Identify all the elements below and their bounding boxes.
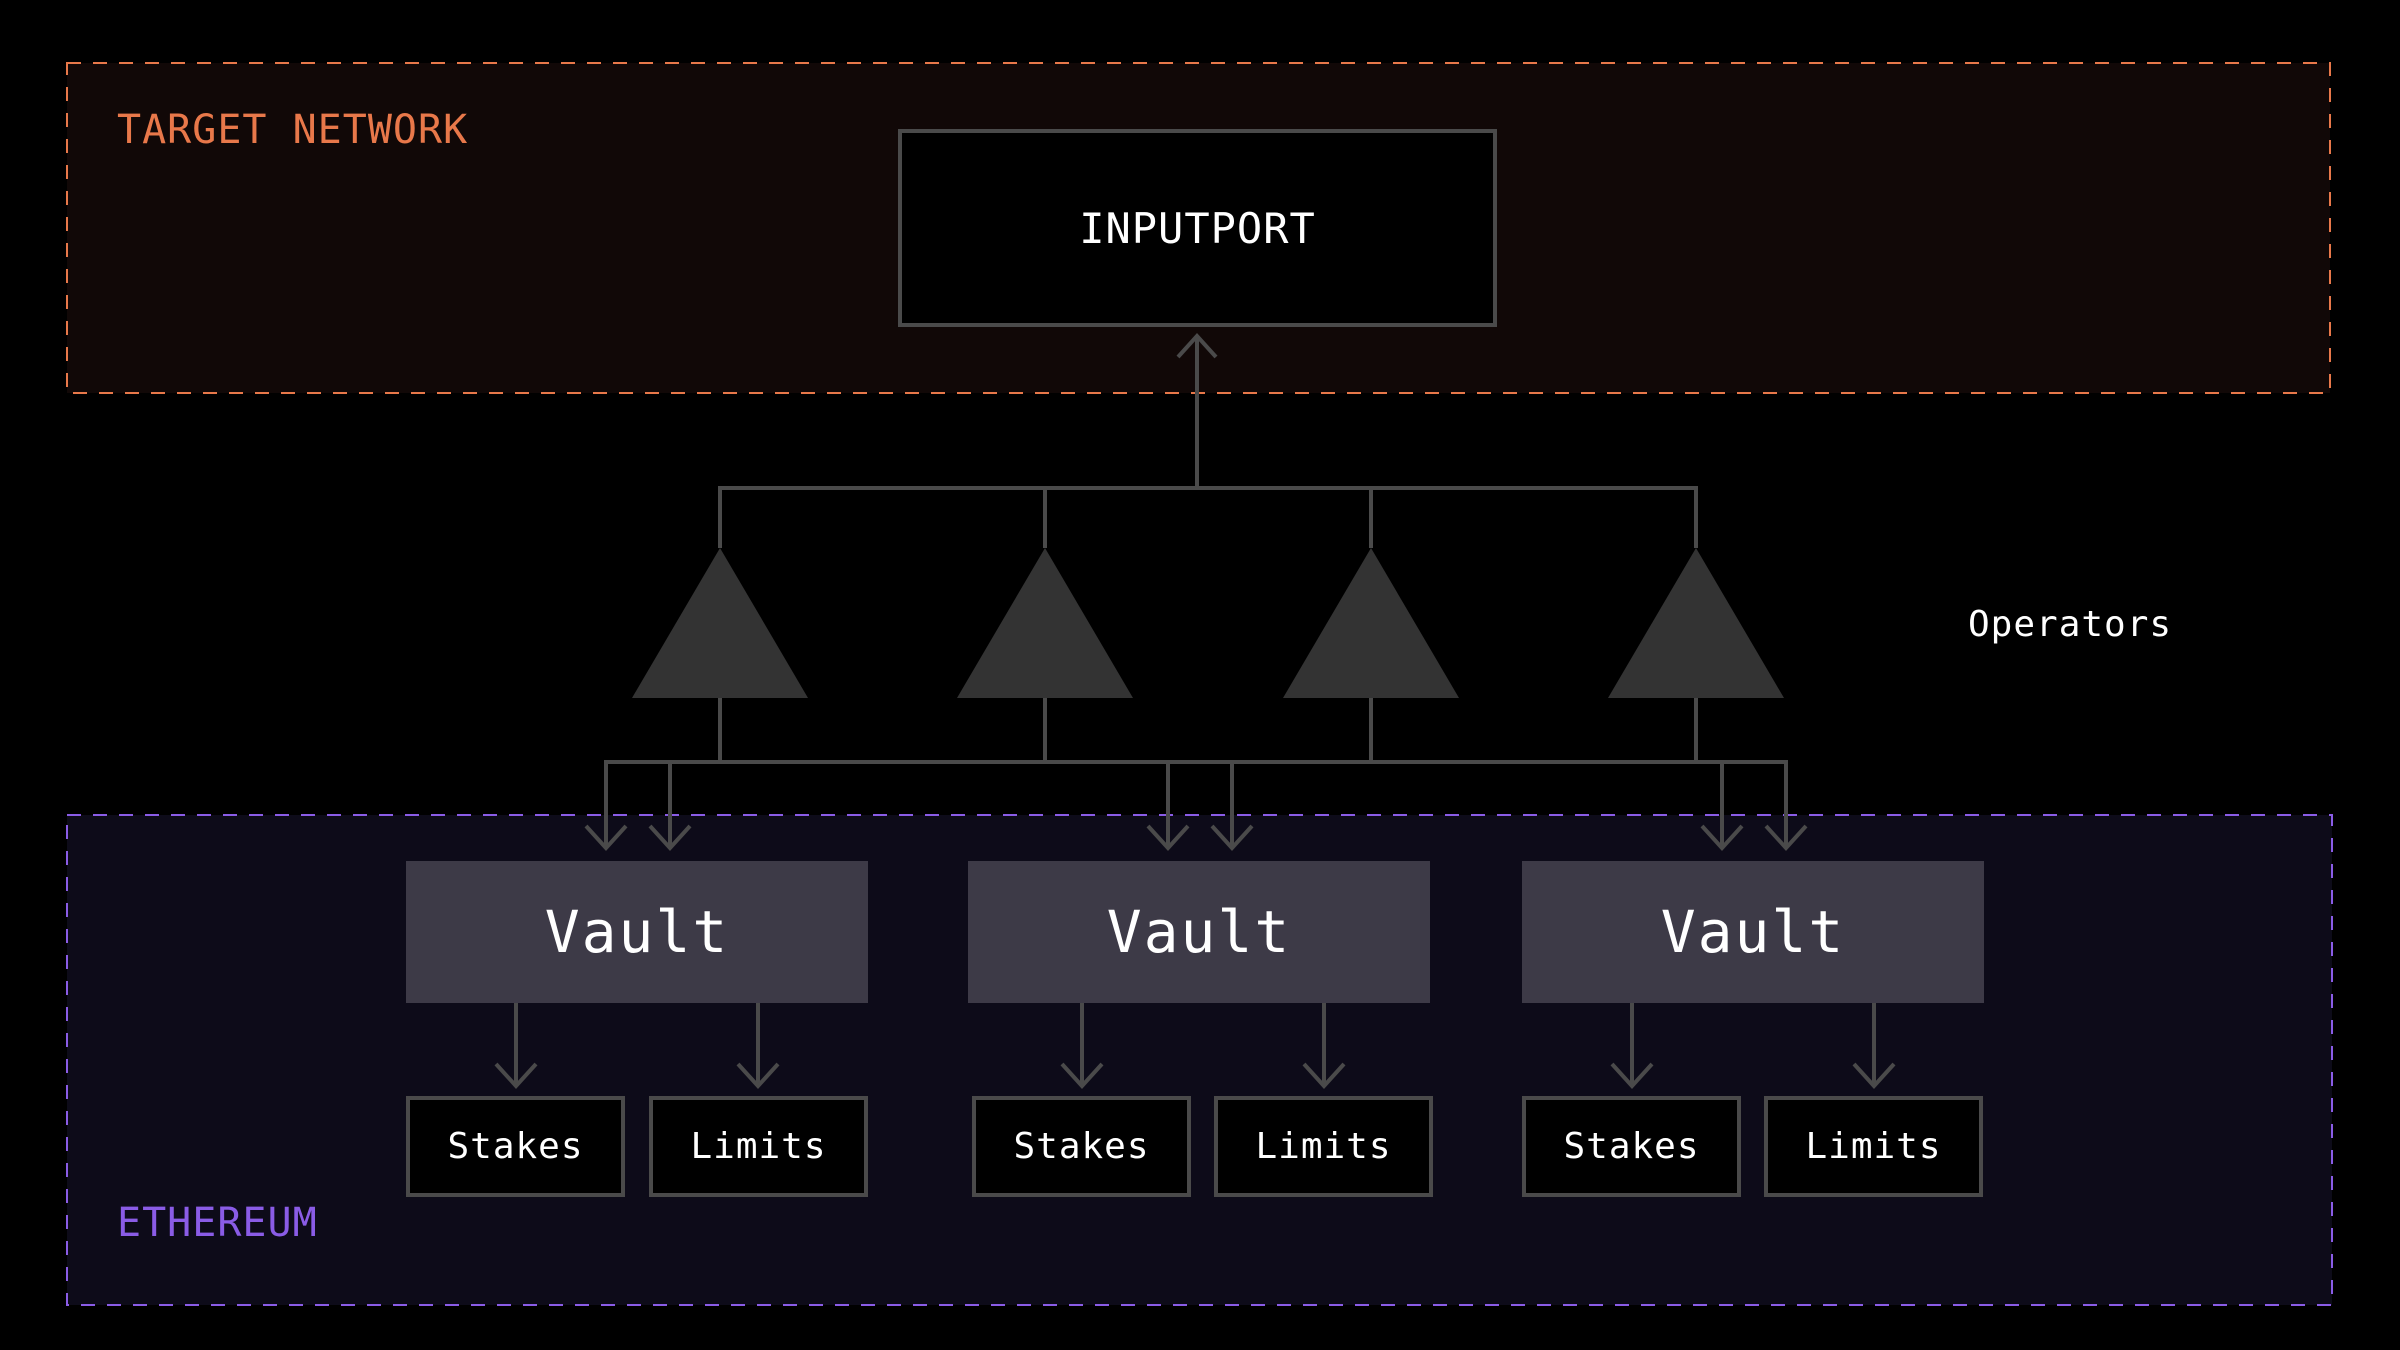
vault-box — [968, 861, 1430, 1003]
vault-label: Vault — [1106, 898, 1292, 966]
arrows-into-vaults — [584, 762, 1808, 851]
target-network-label: TARGET NETWORK — [117, 107, 469, 153]
stakes-label: Stakes — [447, 1126, 584, 1167]
ethereum-label: ETHEREUM — [117, 1200, 318, 1246]
limits-label: Limits — [1255, 1126, 1392, 1167]
operator-bottom-bus — [604, 698, 1788, 764]
child-boxes — [406, 1096, 1983, 1197]
limits-box — [1764, 1096, 1983, 1197]
operator-triangle — [1608, 548, 1784, 698]
vault-label: Vault — [544, 898, 730, 966]
stakes-box — [1522, 1096, 1741, 1197]
operator-triangle — [632, 548, 808, 698]
vault-label: Vault — [1660, 898, 1846, 966]
limits-label: Limits — [690, 1126, 827, 1167]
stakes-label: Stakes — [1013, 1126, 1150, 1167]
stakes-label: Stakes — [1563, 1126, 1700, 1167]
stakes-box — [406, 1096, 625, 1197]
operators-group — [632, 548, 1784, 698]
vault-box — [406, 861, 868, 1003]
arrow-to-inputport — [1176, 333, 1218, 488]
inputport-label: INPUTPORT — [1079, 203, 1316, 253]
operator-triangle — [1283, 548, 1459, 698]
operator-top-bus — [718, 486, 1698, 548]
limits-box — [649, 1096, 868, 1197]
stakes-box — [972, 1096, 1191, 1197]
vault-box — [1522, 861, 1984, 1003]
limits-label: Limits — [1805, 1126, 1942, 1167]
limits-box — [1214, 1096, 1433, 1197]
inputport-box — [898, 129, 1497, 327]
operator-triangle — [957, 548, 1133, 698]
arrows-vault-children — [494, 1003, 1896, 1089]
operators-label: Operators — [1968, 604, 2173, 645]
